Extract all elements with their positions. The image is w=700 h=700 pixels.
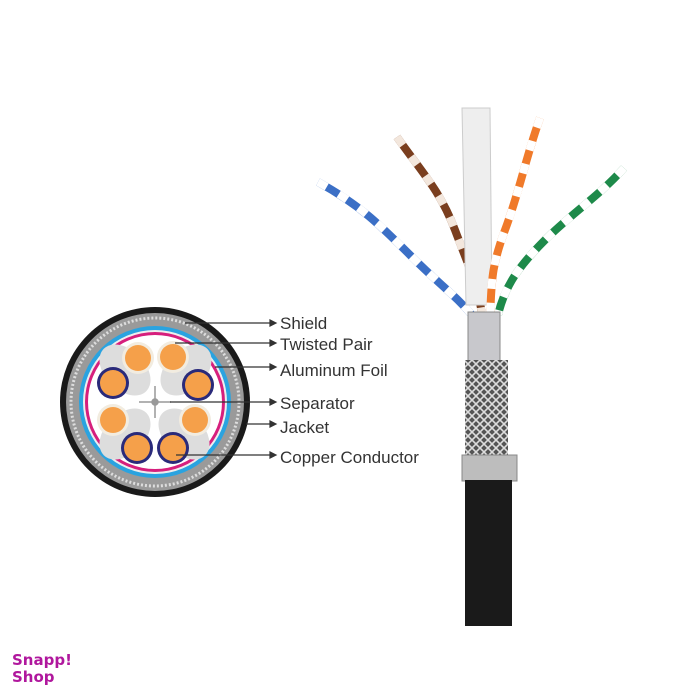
separator <box>139 386 171 418</box>
label-copper-conductor: Copper Conductor <box>280 448 419 467</box>
label-shield: Shield <box>280 314 327 333</box>
label-aluminum-foil: Aluminum Foil <box>280 361 388 380</box>
label-jacket: Jacket <box>280 418 329 437</box>
leader-lines <box>170 319 278 459</box>
labels: Shield Twisted Pair Aluminum Foil Separa… <box>280 314 419 467</box>
label-separator: Separator <box>280 394 355 413</box>
copper-conductors <box>97 341 214 464</box>
cross-section <box>60 307 250 497</box>
cable-side-view <box>316 107 627 626</box>
snapp-shop-logo: Snapp! Shop <box>12 651 72 686</box>
label-twisted-pair: Twisted Pair <box>280 335 373 354</box>
